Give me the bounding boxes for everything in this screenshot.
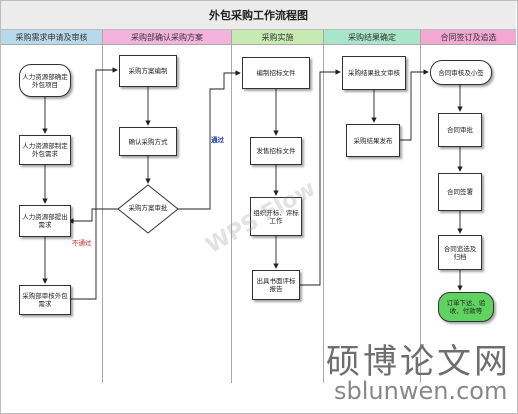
node-contract-signing: 合同签署 bbox=[438, 173, 482, 211]
decision-label: 采购方案审批 bbox=[128, 204, 168, 212]
node-contract-archive: 合同追选及归档 bbox=[438, 235, 482, 270]
diagram-title: 外包采购工作流程图 bbox=[1, 1, 516, 30]
node-confirm-outsource-project: 人力资源部确定外包项目 bbox=[19, 64, 71, 97]
edge-n7-n3-fail bbox=[68, 208, 118, 224]
node-review-result-approval: 采购结果批文审核 bbox=[342, 56, 406, 90]
edge-n13-n14 bbox=[399, 69, 429, 141]
edge-n7-n8-pass bbox=[178, 70, 241, 210]
node-written-evaluation-report: 出具书面评标报告 bbox=[252, 270, 300, 300]
lane-header-contract: 合同签订及追选 bbox=[421, 30, 516, 45]
node-submit-requirement: 人力资源部提出需求 bbox=[19, 205, 71, 237]
lane-header-implement: 采购实施 bbox=[232, 30, 324, 45]
node-review-outsource-requirement: 采购部审核外包需求 bbox=[19, 285, 71, 315]
decision-diamond-shape bbox=[117, 184, 179, 234]
node-order-acceptance-payment: 订单下达、验收、付款等 bbox=[438, 292, 494, 322]
node-draft-purchase-plan: 采购方案编制 bbox=[119, 55, 177, 87]
node-contract-approval: 合同审批 bbox=[438, 113, 482, 147]
lane-header-demand: 采购需求申请及审核 bbox=[1, 30, 103, 45]
node-prepare-tender-docs: 编制招标文件 bbox=[242, 57, 310, 89]
node-sell-tender-docs: 发售招标文件 bbox=[250, 137, 302, 165]
lane-body-result bbox=[324, 45, 421, 383]
edge-label-pass: 通过 bbox=[211, 136, 224, 144]
node-contract-review-sign: 合同审核及小签 bbox=[430, 60, 492, 85]
lane-body-contract bbox=[421, 45, 516, 383]
node-define-outsource-requirement: 人力资源部制定外包需求 bbox=[19, 135, 71, 165]
edge-n11-n12 bbox=[300, 69, 341, 286]
node-publish-result: 采购结果发布 bbox=[346, 124, 400, 157]
watermark-site-cn: 硕博论文网 bbox=[326, 342, 511, 382]
edge-label-fail: 不通过 bbox=[72, 239, 92, 247]
node-approve-purchase-plan: 采购方案审批 bbox=[117, 184, 179, 234]
lane-header-plan: 采购部确认采购方案 bbox=[103, 30, 232, 45]
lane-header-result: 采购结果确定 bbox=[324, 30, 421, 45]
node-organize-bid-evaluation: 组织开标、评标工作 bbox=[250, 197, 302, 236]
node-confirm-purchase-method: 确认采购方式 bbox=[119, 127, 177, 156]
edge-n4-n5 bbox=[69, 67, 118, 300]
watermark-site-url: sblunwen.com bbox=[334, 377, 508, 405]
